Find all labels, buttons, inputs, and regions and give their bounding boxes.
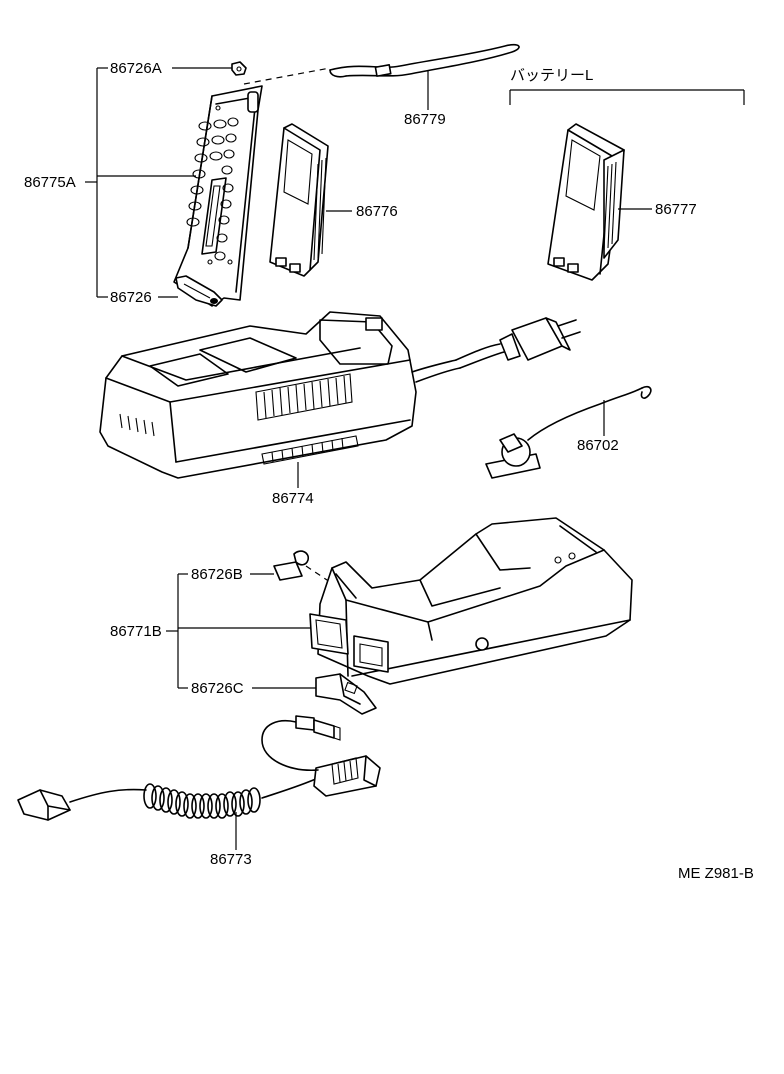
clip-86726B [273,561,303,581]
label-86726: 86726 [110,289,152,306]
label-battery-l: バッテリーL [510,67,593,84]
label-86773: 86773 [210,851,252,868]
cover-plate-86775A [173,85,263,307]
clip-86726A [231,61,247,76]
label-86771B: 86771B [110,623,162,640]
label-86726A: 86726A [110,60,162,77]
diagram-code: ME Z981-B [678,865,754,882]
label-86776: 86776 [356,203,398,220]
battery-86777 [547,123,625,281]
battery-cover-group [85,61,263,307]
clip-86726C [315,673,377,715]
label-86774: 86774 [272,490,314,507]
label-86777: 86777 [655,201,697,218]
battery-l-group [509,89,745,281]
sensor-86702 [485,385,652,479]
label-86779: 86779 [404,111,446,128]
clip-86726 [175,275,223,307]
label-86775A: 86775A [24,174,76,191]
hanger-group [166,517,633,715]
coiled-cable-86773 [17,715,381,850]
power-cord [411,317,581,383]
battery-86776 [269,123,352,277]
hanger-86771B [309,517,633,685]
label-86702: 86702 [577,437,619,454]
strap-86779 [243,43,520,110]
charger-base-86774 [99,311,417,488]
label-86726C: 86726C [191,680,244,697]
label-86726B: 86726B [191,566,243,583]
